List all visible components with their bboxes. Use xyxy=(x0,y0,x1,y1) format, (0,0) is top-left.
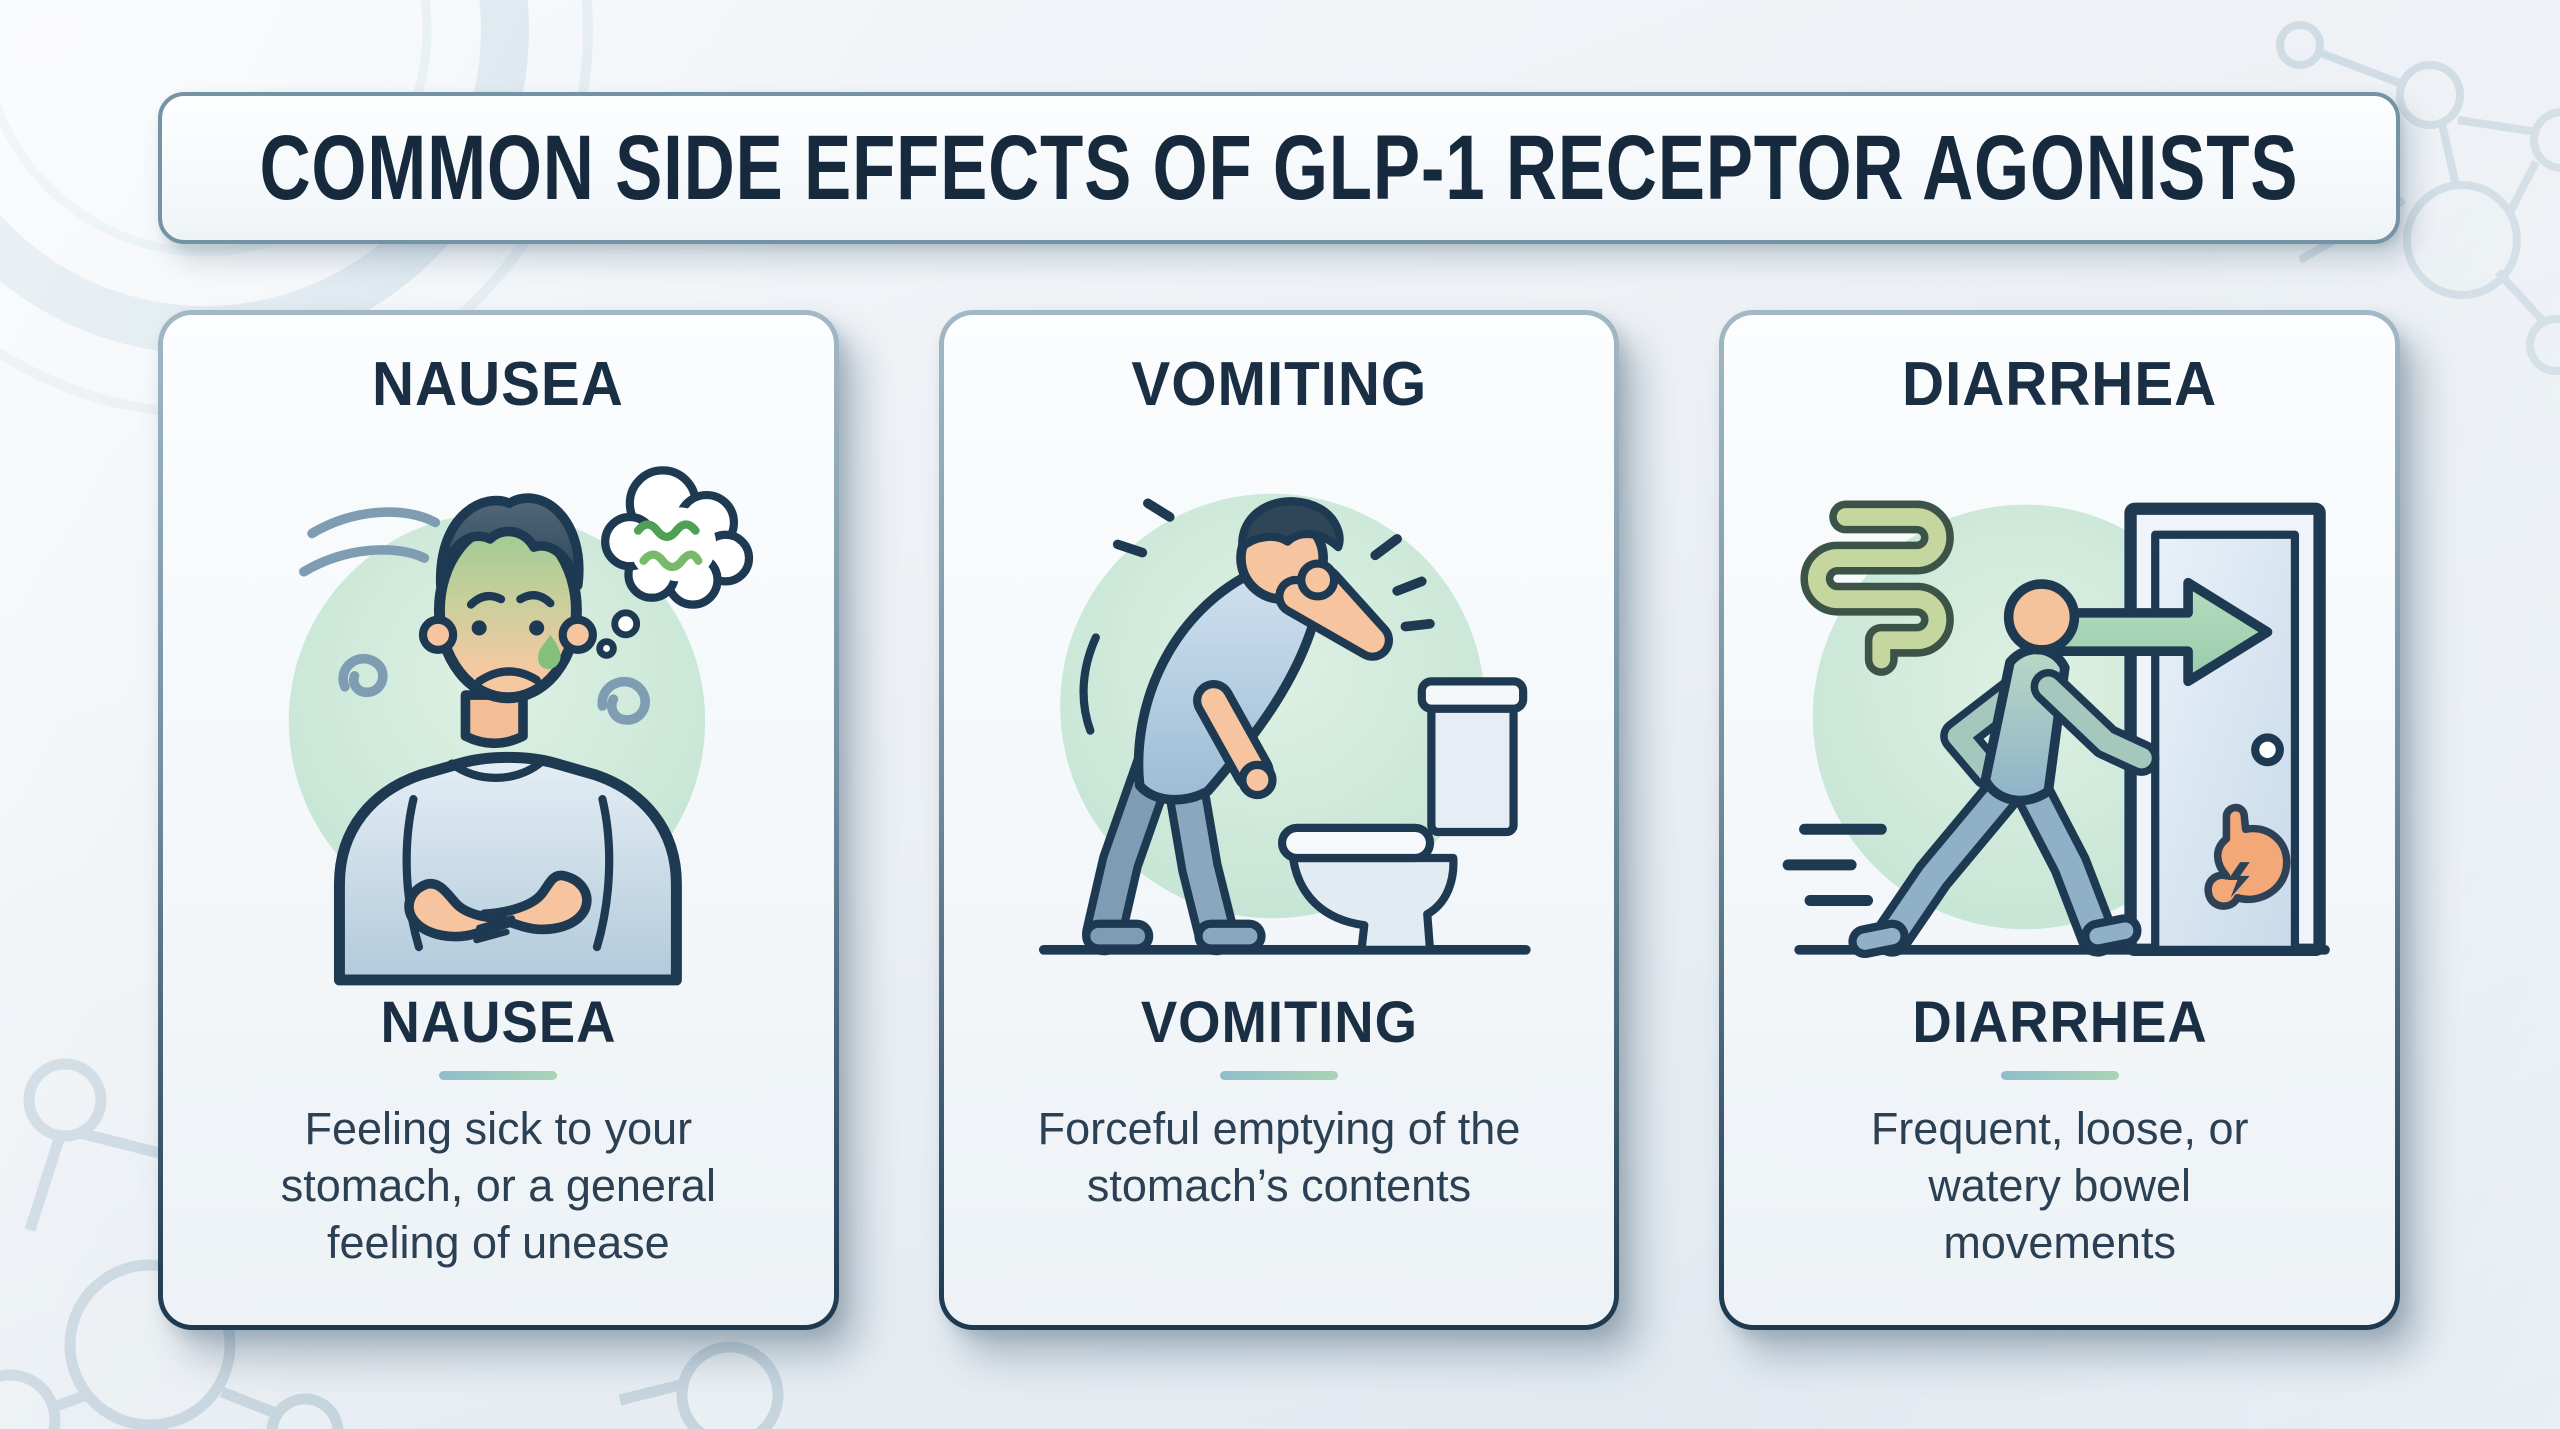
hands-on-stomach xyxy=(404,870,592,944)
frown-mouth xyxy=(475,667,541,686)
card-heading: VOMITING xyxy=(1140,990,1418,1056)
neck xyxy=(460,690,528,749)
person-vomiting-toilet-illustration xyxy=(1038,493,1531,956)
nauseated-person-illustration xyxy=(288,466,754,986)
card-heading: DIARRHEA xyxy=(1912,990,2208,1056)
card-nausea-body: NAUSEA xyxy=(163,315,834,1325)
person-rushing-to-door-illustration xyxy=(1782,500,2331,959)
sweater-torso xyxy=(333,752,682,986)
page-title: COMMON SIDE EFFECTS OF GLP-1 RECEPTOR AG… xyxy=(259,116,2299,219)
speed-lines xyxy=(1782,823,1888,907)
toilet-seat xyxy=(1277,823,1434,863)
card-description: Frequent, loose, or watery bowel movemen… xyxy=(1870,1102,2249,1269)
nauseated-person xyxy=(333,493,682,986)
head xyxy=(2004,579,2080,655)
door-knob xyxy=(2251,733,2285,767)
card-top-title: VOMITING xyxy=(1131,350,1427,419)
nausea-illustration xyxy=(197,423,800,989)
intestines-icon xyxy=(1800,500,1955,677)
card-diarrhea: DIARRHEA xyxy=(1719,310,2401,1330)
hair xyxy=(1237,497,1344,552)
thought-bubble-icon xyxy=(596,466,754,659)
toilet-bowl xyxy=(1288,854,1458,955)
dizzy-swirl-icon xyxy=(299,507,650,725)
hair xyxy=(436,493,584,591)
torso xyxy=(1133,564,1323,805)
card-description: Feeling sick to your stomach, or a gener… xyxy=(280,1102,716,1269)
stomach-icon xyxy=(2204,804,2291,910)
card-nausea: NAUSEA xyxy=(158,310,839,1330)
hand-at-mouth xyxy=(1296,559,1338,601)
card-description: Forceful emptying of the stomach’s conte… xyxy=(1037,1102,1521,1212)
card-vomiting: VOMITING xyxy=(938,310,1620,1330)
vomiting-illustration xyxy=(978,423,1581,989)
card-heading: NAUSEA xyxy=(380,990,617,1056)
card-top-title: DIARRHEA xyxy=(1902,350,2218,419)
card-diarrhea-body: DIARRHEA xyxy=(1724,315,2396,1325)
header-banner: COMMON SIDE EFFECTS OF GLP-1 RECEPTOR AG… xyxy=(158,92,2400,244)
door-icon xyxy=(2124,502,2327,957)
accent-divider xyxy=(439,1070,558,1080)
side-effect-cards-row: NAUSEA xyxy=(158,310,2401,1330)
accent-divider xyxy=(1220,1070,1338,1080)
tear-drop xyxy=(538,634,561,670)
toilet-icon xyxy=(1277,677,1527,955)
card-top-title: NAUSEA xyxy=(372,350,625,419)
card-vomiting-body: VOMITING xyxy=(943,315,1615,1325)
vomiting-person xyxy=(1081,497,1393,956)
diarrhea-illustration xyxy=(1758,423,2361,989)
accent-divider xyxy=(2000,1070,2119,1080)
running-person xyxy=(1848,579,2160,959)
stress-dashes xyxy=(1079,498,1435,735)
